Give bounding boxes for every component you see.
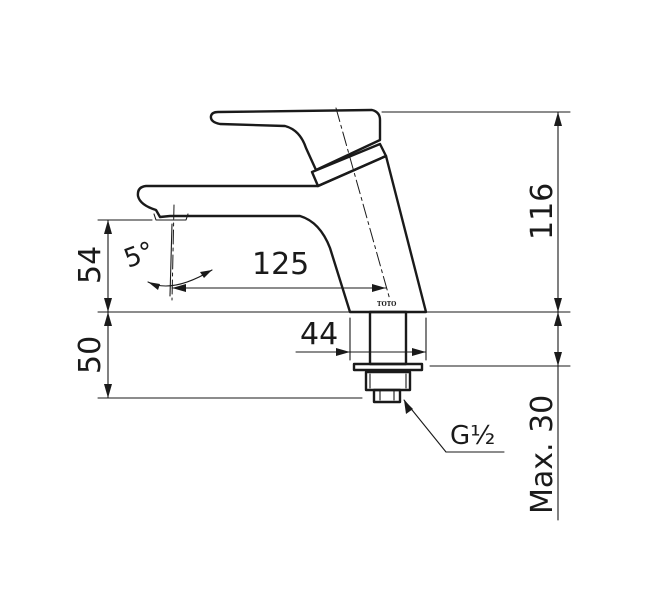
spout-centerline <box>171 204 175 301</box>
spout-aerator <box>153 213 189 221</box>
shank-nut <box>364 370 412 392</box>
dim-overall-height-label: 116 <box>525 183 560 240</box>
handle-base <box>310 142 388 188</box>
dim-spray-angle: 5° <box>120 223 213 297</box>
dim-reach: 125 <box>171 247 387 292</box>
dim-spout-height: 54 <box>73 219 112 313</box>
dim-shank-length: 50 <box>73 311 112 399</box>
dim-shank-length-label: 50 <box>73 336 108 374</box>
faucet-outline: TOTO <box>136 108 428 314</box>
dim-spout-height-label: 54 <box>73 246 108 284</box>
faucet-body <box>136 154 428 314</box>
shank-washer <box>352 362 424 372</box>
lever-handle <box>209 108 382 172</box>
shank-assembly <box>352 310 424 404</box>
shank-upper <box>368 310 408 366</box>
dim-body-diameter-label: 44 <box>300 317 338 352</box>
thread-label: G½ <box>450 421 495 451</box>
shank-thread <box>372 388 402 404</box>
dim-reach-label: 125 <box>252 247 309 282</box>
dim-overall-height: 116 <box>525 111 562 313</box>
thread-callout: G½ <box>403 399 505 453</box>
dim-max-counter-label: Max. 30 <box>525 395 560 514</box>
dim-body-diameter: 44 <box>295 317 427 356</box>
extension-lines <box>97 111 571 399</box>
dim-spray-angle-label: 5° <box>120 236 158 274</box>
body-centerline <box>335 107 391 301</box>
dim-max-counter: Max. 30 <box>525 311 562 521</box>
brand-logo: TOTO <box>377 301 396 308</box>
